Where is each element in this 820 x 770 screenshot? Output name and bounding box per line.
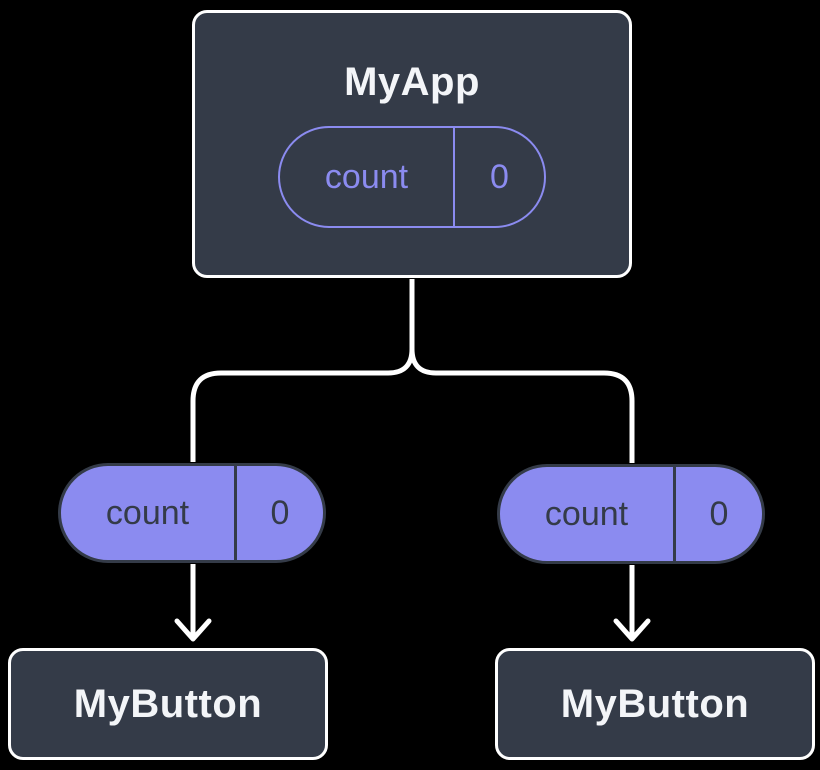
- arrow-left-head-icon: [174, 618, 212, 642]
- prop-name-label: count: [105, 493, 190, 532]
- mybutton-title: MyButton: [73, 682, 263, 726]
- branch-left-connector: [190, 279, 415, 462]
- mybutton-node-left: MyButton: [8, 648, 328, 760]
- myapp-node: MyApp count 0: [192, 10, 632, 278]
- mybutton-node-right: MyButton: [495, 648, 815, 760]
- myapp-title: MyApp: [344, 60, 480, 104]
- prop-value-label: 0: [673, 467, 762, 561]
- branch-right-connector: [409, 279, 635, 463]
- prop-value-label: 0: [234, 466, 323, 560]
- prop-pill-right: count 0: [497, 464, 765, 564]
- prop-pill-left: count 0: [58, 463, 326, 563]
- root-state-pill: count 0: [278, 126, 546, 228]
- mybutton-title: MyButton: [560, 682, 750, 726]
- state-name-label: count: [324, 157, 409, 196]
- arrow-right-head-icon: [613, 618, 651, 642]
- state-value-label: 0: [453, 128, 544, 226]
- prop-name-label: count: [544, 494, 629, 533]
